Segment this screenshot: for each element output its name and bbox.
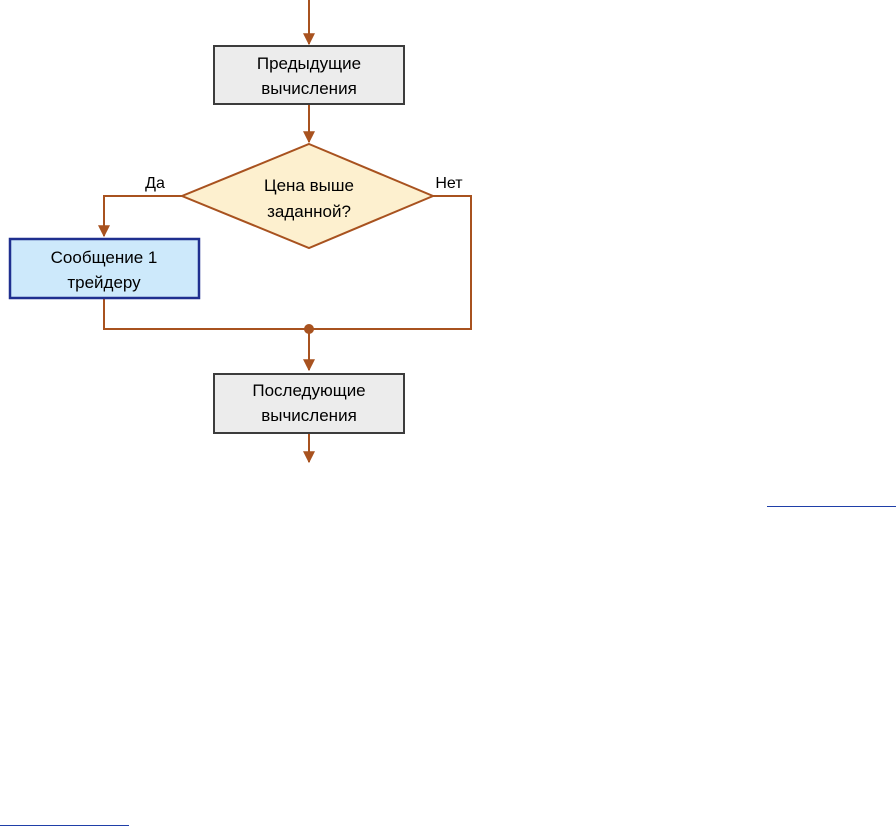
next-computations-line2: вычисления: [261, 406, 357, 425]
yes-label: Да: [145, 175, 165, 192]
trader-message-line2: трейдеру: [67, 273, 141, 292]
next-computations-line1: Последующие: [252, 381, 365, 400]
price-decision: Цена выше заданной?: [182, 144, 433, 248]
merge-junction-dot: [304, 324, 314, 334]
message-merge-line: [104, 298, 309, 329]
decision-diamond: [182, 144, 433, 248]
decision-line2: заданной?: [267, 202, 351, 221]
prev-computations-box: Предыдущие вычисления: [214, 46, 404, 104]
trader-message-line1: Сообщение 1: [51, 248, 158, 267]
page-rule-right: [767, 506, 896, 507]
prev-computations-line1: Предыдущие: [257, 54, 361, 73]
no-label: Нет: [435, 175, 463, 192]
prev-computations-line2: вычисления: [261, 79, 357, 98]
page-rule-left: [0, 825, 129, 826]
yes-branch-arrow: [104, 196, 182, 236]
next-computations-box: Последующие вычисления: [214, 374, 404, 433]
trader-message-box: Сообщение 1 трейдеру: [10, 239, 199, 298]
decision-line1: Цена выше: [264, 176, 354, 195]
